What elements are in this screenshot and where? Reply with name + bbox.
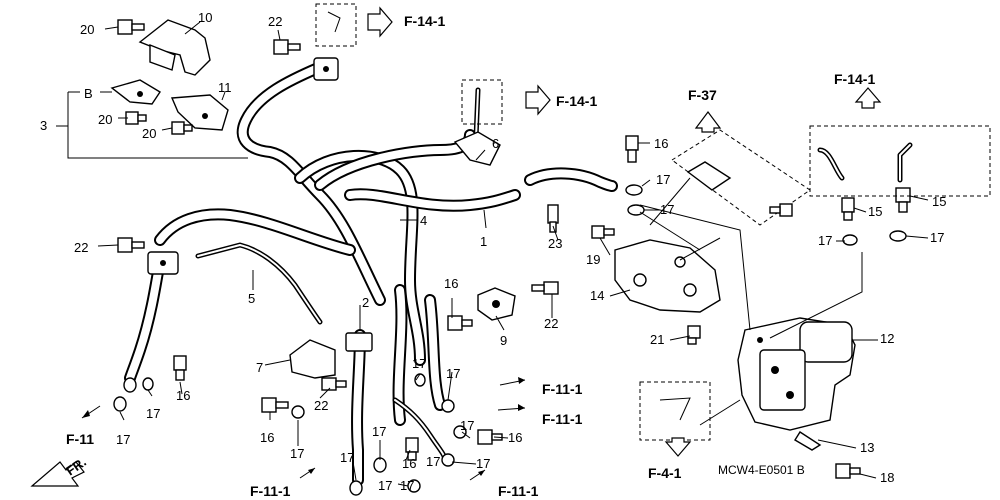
callout-16: 16	[260, 430, 274, 445]
callout-17: 17	[372, 424, 386, 439]
arrow-up-icon	[854, 87, 882, 109]
callout-6: 6	[492, 136, 499, 151]
ref-f-37: F-37	[688, 87, 717, 103]
ref-f-14-1-top: F-14-1	[404, 13, 445, 29]
callout-20: 20	[80, 22, 94, 37]
callout-b: B	[84, 86, 93, 101]
callout-22: 22	[74, 240, 88, 255]
arrow-up-icon	[694, 111, 722, 133]
bracket-14	[614, 239, 721, 313]
fitting-top	[313, 57, 339, 81]
drawing-code: MCW4-E0501 B	[718, 463, 805, 477]
callout-22: 22	[314, 398, 328, 413]
arrow-right-icon	[367, 6, 393, 38]
callout-11: 11	[218, 80, 232, 95]
brake-hoses	[124, 62, 618, 486]
callout-17: 17	[426, 454, 440, 469]
callout-16: 16	[654, 136, 668, 151]
callout-17: 17	[460, 418, 474, 433]
callout-17: 17	[116, 432, 130, 447]
callout-19: 19	[586, 252, 600, 267]
ref-f-4-1: F-4-1	[648, 465, 682, 481]
callout-17: 17	[146, 406, 160, 421]
clip-7	[289, 332, 373, 379]
callout-17: 17	[930, 230, 944, 245]
callout-22: 22	[268, 14, 282, 29]
callout-18: 18	[880, 470, 894, 485]
callout-5: 5	[248, 291, 255, 306]
ref-f-11-1-b: F-11-1	[542, 411, 583, 427]
callout-2: 2	[362, 295, 369, 310]
callout-17: 17	[378, 478, 392, 493]
callout-22: 22	[544, 316, 558, 331]
ref-f-11-1-c: F-11-1	[250, 483, 291, 499]
callout-1: 1	[480, 234, 487, 249]
callout-17: 17	[660, 202, 674, 217]
callout-13: 13	[860, 440, 874, 455]
leader-lines	[56, 21, 929, 487]
callout-17: 17	[656, 172, 670, 187]
ref-f-14-1-middle: F-14-1	[556, 93, 597, 109]
section-references: F-14-1 F-14-1 F-14-1 F-37 F-11 F-11-1 F-…	[63, 13, 875, 499]
callout-16: 16	[176, 388, 190, 403]
ref-f-14-1-right: F-14-1	[834, 71, 875, 87]
ref-f-11-1-d: F-11-1	[498, 483, 539, 499]
callout-9: 9	[500, 333, 507, 348]
bolts	[117, 19, 911, 479]
brake-pipes	[195, 87, 913, 463]
ref-f-11: F-11	[66, 431, 94, 447]
callout-16: 16	[444, 276, 458, 291]
reference-arrows	[30, 6, 882, 487]
callout-14: 14	[590, 288, 604, 303]
ref-f-11-1-a: F-11-1	[542, 381, 583, 397]
callout-17: 17	[340, 450, 354, 465]
callout-17: 17	[290, 446, 304, 461]
callout-15: 15	[932, 194, 946, 209]
callout-4: 4	[420, 213, 427, 228]
callout-16: 16	[402, 456, 416, 471]
callout-17: 17	[476, 456, 490, 471]
abs-modulator-12	[737, 317, 856, 431]
callout-23: 23	[548, 236, 562, 251]
callout-16: 16	[508, 430, 522, 445]
callout-17: 17	[400, 478, 414, 493]
callout-17: 17	[818, 233, 832, 248]
fitting-left	[147, 251, 179, 275]
callout-15: 15	[868, 204, 882, 219]
bracket-10	[138, 19, 211, 76]
callout-12: 12	[880, 331, 894, 346]
bracket-6	[453, 131, 501, 166]
callout-17: 17	[446, 366, 460, 381]
arrow-down-icon	[664, 437, 692, 457]
front-direction-arrow-icon	[30, 461, 85, 487]
callout-7: 7	[256, 360, 263, 375]
callout-20: 20	[98, 112, 112, 127]
callout-10: 10	[198, 10, 212, 25]
arrow-right-icon	[525, 84, 551, 116]
callout-numbers: 1 2 3 4 5 6 7 9 10 11 12 13 14 15 15 16 …	[40, 10, 946, 493]
callout-21: 21	[650, 332, 664, 347]
callout-17: 17	[412, 356, 426, 371]
callout-20: 20	[142, 126, 156, 141]
joint-9	[477, 287, 516, 321]
sensor-clamp-b	[110, 79, 161, 105]
bracket-11	[170, 94, 229, 131]
callout-3: 3	[40, 118, 47, 133]
